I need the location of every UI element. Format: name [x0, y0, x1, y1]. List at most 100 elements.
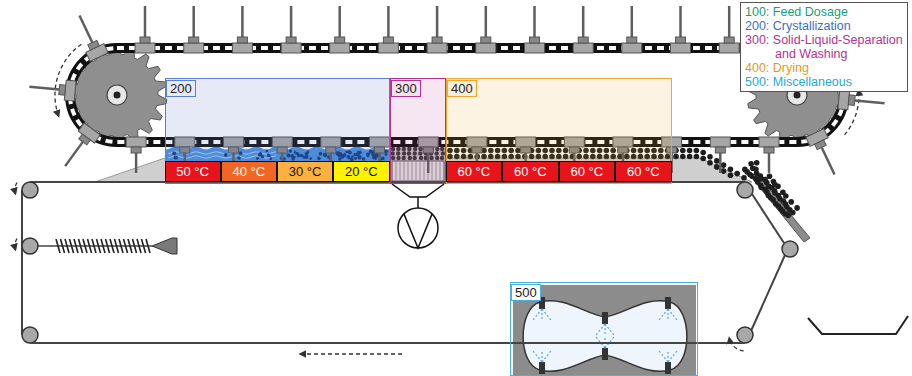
carriage-block — [281, 43, 301, 53]
carriage-cap — [189, 37, 199, 43]
scraper-rod — [631, 6, 634, 37]
scraper-carriage — [330, 6, 350, 53]
process-section: 300 — [390, 78, 446, 184]
spray-jet — [542, 309, 551, 320]
dried-particle — [694, 148, 700, 154]
spray-jet — [604, 324, 605, 335]
process-section: 20050 °C40 °C30 °C20 °C — [165, 78, 390, 184]
temperature-label: 60 °C — [627, 164, 660, 179]
sprocket-axle — [114, 92, 121, 99]
belt-direction-arrow — [300, 353, 402, 354]
scraper-rod — [485, 6, 488, 37]
spray-jet — [667, 351, 668, 362]
scraper-rod — [144, 6, 147, 37]
spring-coil — [146, 239, 150, 253]
roller-rotation-arrow — [15, 239, 17, 250]
dried-particle — [700, 156, 706, 162]
section-number: 300 — [391, 80, 421, 97]
scraper-carriage — [838, 89, 886, 113]
carriage-cap — [59, 85, 66, 96]
product-bin — [808, 316, 908, 334]
scraper-carriage — [719, 6, 739, 53]
carriage-cap — [724, 37, 734, 43]
scraper-carriage — [28, 77, 76, 101]
legend-text: 100: Feed Dosage — [745, 5, 848, 19]
legend-text: 500: Miscellaneous — [745, 75, 852, 89]
carriage-block — [759, 137, 779, 147]
carriage-block — [184, 43, 204, 53]
vacuum-pipe — [417, 197, 419, 208]
dried-particle — [734, 171, 740, 177]
belt-roller — [22, 238, 38, 254]
scraper-rod — [822, 147, 835, 174]
spray-jet — [541, 309, 542, 320]
scraper-carriage — [476, 6, 496, 53]
temperature-label: 30 °C — [289, 164, 322, 179]
belt-roller — [737, 327, 753, 343]
dried-particle — [707, 160, 713, 166]
scraper-rod — [679, 6, 682, 37]
legend-text: 400: Drying — [745, 61, 809, 75]
legend-entry: 400: Drying — [745, 61, 903, 75]
carriage-block — [330, 43, 350, 53]
section-number: 500 — [511, 284, 541, 301]
falling-particle — [783, 193, 789, 199]
spring-coil — [106, 239, 110, 253]
spray-nozzle — [602, 348, 608, 360]
scraper-rod — [290, 6, 293, 37]
scraper-carriage — [525, 6, 545, 53]
legend-entry: 100: Feed Dosage — [745, 5, 903, 19]
roller-rotation-arrow — [729, 338, 743, 351]
filtrate-funnel — [392, 184, 444, 197]
temperature-label: 50 °C — [176, 164, 209, 179]
legend-text: 300: Solid-Liquid-Separation and Washing — [745, 33, 903, 61]
temperature-label: 40 °C — [233, 164, 266, 179]
section-number: 400 — [447, 80, 477, 97]
spring-coil — [110, 239, 114, 253]
belt-roller — [22, 182, 38, 198]
scraper-rod — [855, 100, 885, 103]
scraper-rod — [29, 87, 59, 90]
legend-entry: 300: Solid-Liquid-Separation and Washing — [745, 33, 903, 61]
belt-roller — [737, 182, 753, 198]
carriage-block — [427, 43, 447, 53]
dried-particle — [714, 158, 720, 164]
scraper-rod — [135, 153, 138, 173]
spray-chamber — [523, 301, 687, 371]
discharge-chute — [752, 175, 810, 242]
dried-particle — [728, 173, 734, 179]
spray-jet — [605, 324, 614, 335]
scraper-rod — [192, 6, 195, 37]
carriage-block — [232, 43, 252, 53]
scraper-carriage — [184, 6, 204, 53]
dried-particle — [741, 175, 747, 181]
dried-particle — [673, 154, 679, 160]
belt-roller — [782, 241, 798, 257]
falling-particle — [775, 184, 781, 190]
carriage-cap — [481, 37, 491, 43]
scraper-rod — [582, 6, 585, 37]
temperature-zone: 60 °C — [615, 161, 672, 182]
spray-jet — [541, 351, 542, 362]
roller-rotation-arrow — [15, 183, 17, 194]
carriage-block — [126, 137, 146, 147]
process-section: 500 — [510, 282, 698, 376]
scraper-rod — [533, 6, 536, 37]
legend-entry: 500: Miscellaneous — [745, 75, 903, 89]
scraper-rod — [719, 153, 722, 173]
dried-particle — [721, 168, 727, 174]
legend-entry: 200: Crystallization — [745, 19, 903, 33]
process-material — [165, 146, 747, 248]
falling-particle — [790, 210, 796, 216]
temperature-label: 60 °C — [457, 164, 490, 179]
scraper-rod — [65, 142, 83, 166]
spring-coil — [137, 239, 141, 253]
spring-coil — [83, 239, 87, 253]
carriage-cap — [79, 134, 91, 145]
spring-coil — [74, 239, 78, 253]
spray-nozzle — [539, 362, 545, 374]
falling-particle — [754, 160, 760, 166]
spring-coil — [124, 239, 128, 253]
dried-particle — [721, 162, 727, 168]
